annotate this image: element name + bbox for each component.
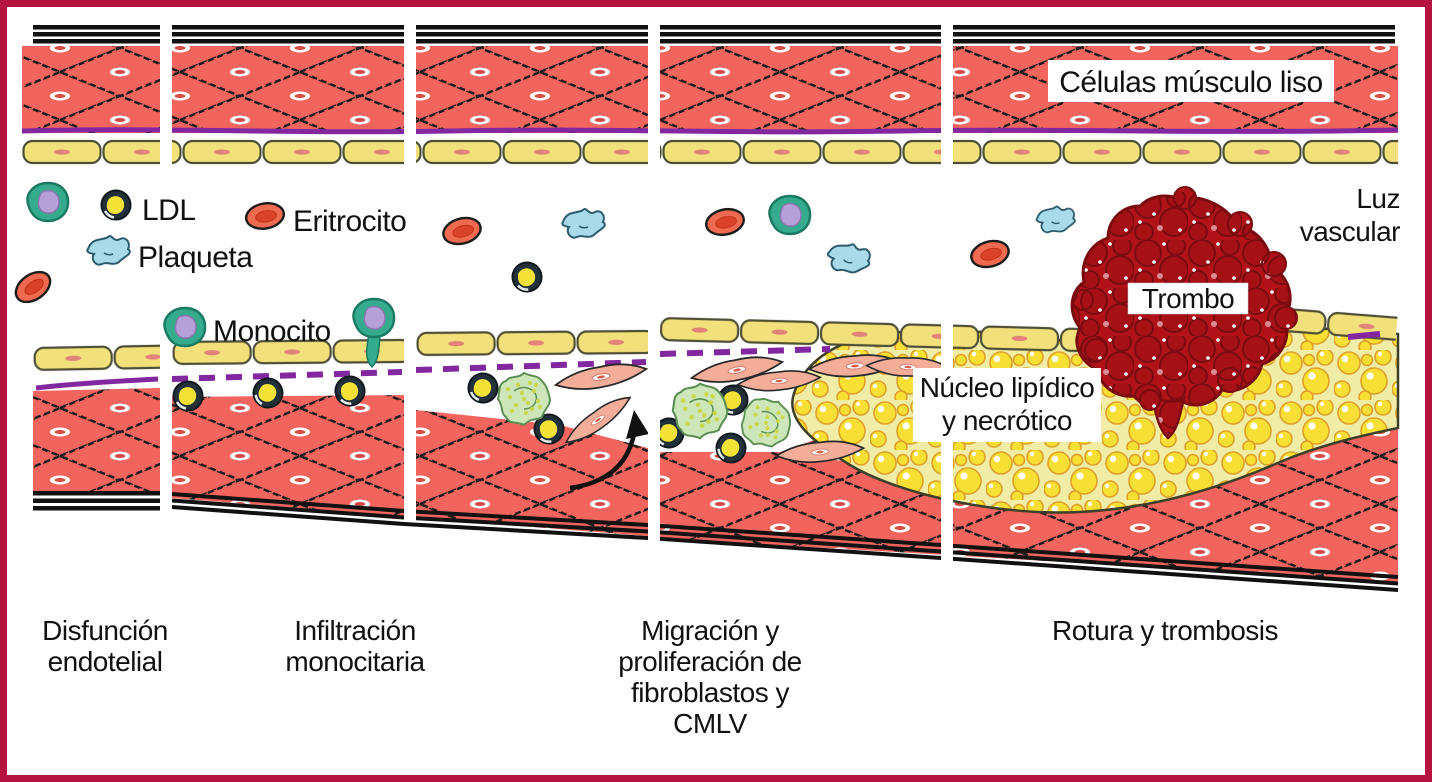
panel-divider xyxy=(404,330,416,522)
endothelium-lower-p4 xyxy=(659,316,1080,353)
stage-3-line1: Migración y xyxy=(641,615,779,646)
panel-divider xyxy=(404,20,416,174)
lipid-core-label-line1: Núcleo lipídico xyxy=(920,372,1095,403)
stage-1-line1: Disfunción xyxy=(42,615,168,646)
erythrocyte-icon xyxy=(702,204,748,240)
ldl-icon xyxy=(172,380,204,412)
smooth-muscle-lower-p3 xyxy=(416,410,648,536)
labels: Células músculo liso Luz vascular LDL Pl… xyxy=(42,60,1401,739)
stage-3-line4: CMLV xyxy=(673,708,748,739)
stage-3-line2: proliferación de xyxy=(618,646,801,677)
internal-elastic-lamina-upper xyxy=(21,127,1399,135)
foam-cell-icon xyxy=(671,382,729,440)
migration-arrow xyxy=(569,410,649,491)
platelet-label: Plaqueta xyxy=(138,241,253,274)
thrombus-tail xyxy=(1150,393,1186,440)
panel-divider xyxy=(648,322,660,542)
elastic-lamina-lower-p3 xyxy=(415,359,647,373)
smooth-muscle-label-text: Células músculo liso xyxy=(1059,66,1322,99)
erythrocyte-icon xyxy=(242,199,288,233)
lipid-core-label-line2: y necrótico xyxy=(942,405,1072,436)
ldl-icon xyxy=(507,257,547,297)
panel-divider xyxy=(941,20,953,174)
platelet-icon xyxy=(1035,205,1076,234)
stage-2-line1: Infiltración xyxy=(294,615,416,646)
ldl-icon xyxy=(464,369,502,407)
erythrocyte-icon xyxy=(439,212,485,250)
endothelium-upper xyxy=(22,139,1398,165)
atherosclerosis-diagram: Células músculo liso Luz vascular LDL Pl… xyxy=(9,20,1401,739)
elastic-lamina-fragment-right xyxy=(1347,331,1381,340)
smooth-muscle-lower-p1 xyxy=(33,388,160,494)
thrombus-label-text: Trombo xyxy=(1142,283,1234,314)
ldl-label: LDL xyxy=(142,194,196,227)
elastic-lamina-lower-p4 xyxy=(659,346,831,357)
stage-3-line3: fibroblastos y xyxy=(631,677,789,708)
panel-divider xyxy=(648,20,660,174)
platelet-icon xyxy=(561,208,606,239)
adventitia-lines-upper xyxy=(33,25,1395,44)
endothelium-lower-p1 xyxy=(33,343,162,372)
stage-captions: Disfunción endotelial Infiltración monoc… xyxy=(42,615,1278,739)
elastic-lamina-lower-p2 xyxy=(171,369,403,382)
monocyte-icon xyxy=(26,181,70,223)
ldl-icon xyxy=(100,189,132,221)
monocyte-label: Monocito xyxy=(213,315,331,348)
stage-1-line2: endotelial xyxy=(48,646,163,677)
stage-2-line2: monocitaria xyxy=(285,646,425,677)
platelet-icon xyxy=(86,235,131,266)
monocyte-icon xyxy=(768,194,812,236)
erythrocyte-label: Eritrocito xyxy=(293,205,406,238)
monocyte-icon xyxy=(163,306,207,348)
panel-divider xyxy=(160,336,172,516)
platelet-icon xyxy=(823,238,874,278)
lumen-cells xyxy=(9,181,1076,369)
erythrocyte-icon xyxy=(9,264,57,310)
endothelium-lower-p3 xyxy=(416,328,649,357)
foam-cell-icon xyxy=(497,372,551,426)
elastic-lamina-lower-p1 xyxy=(35,376,159,391)
panel-divider xyxy=(160,20,172,174)
erythrocyte-icon xyxy=(967,235,1013,273)
lumen-label-line1: Luz xyxy=(1356,183,1400,214)
adventitia-lines-lower xyxy=(33,491,1400,592)
thrombus-label: Trombo xyxy=(1127,282,1249,315)
endothelium-lower-p2 xyxy=(172,337,405,366)
smooth-muscle-lower-p2 xyxy=(172,395,404,516)
lipid-core-label: Núcleo lipídico y necrótico xyxy=(913,368,1101,442)
lumen-label-line2: vascular xyxy=(1300,216,1400,247)
stage-4-line1: Rotura y trombosis xyxy=(1052,615,1278,646)
smooth-muscle-label: Células músculo liso xyxy=(1048,60,1334,102)
monocyte-transmigrating xyxy=(352,297,396,369)
